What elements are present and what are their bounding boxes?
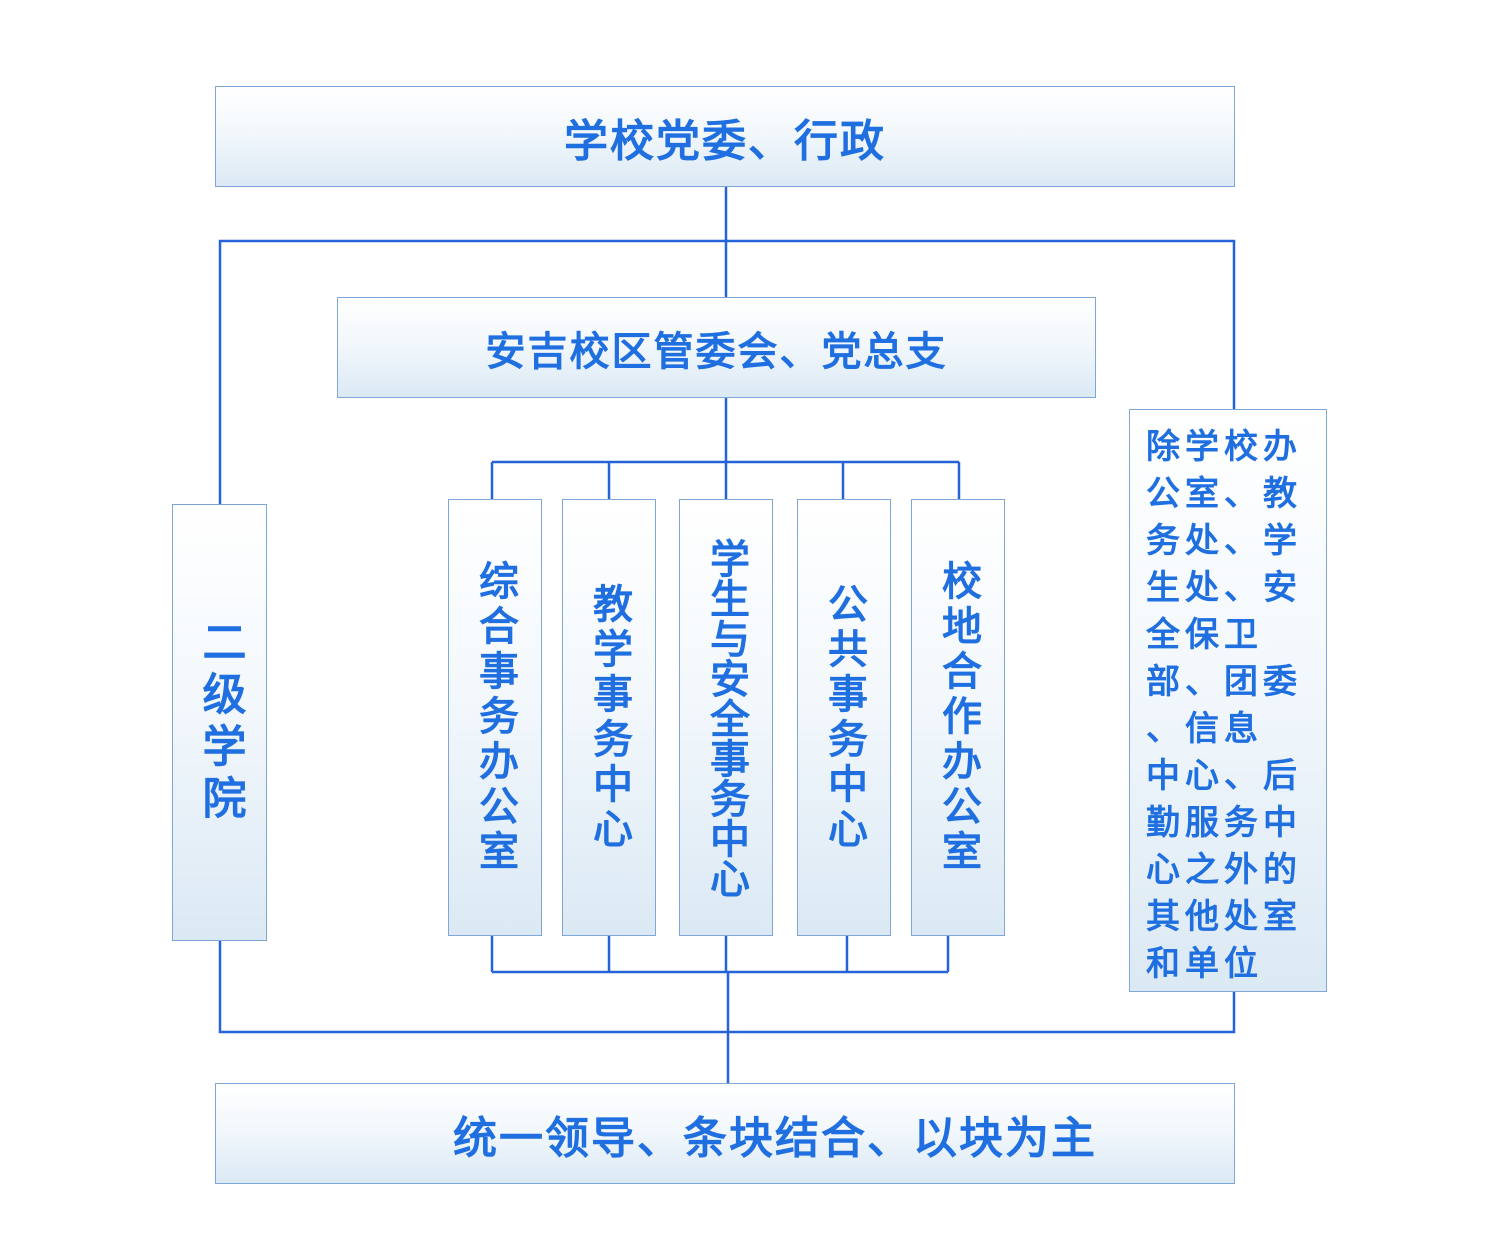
school-party-committee-node: 学校党委、行政 [215, 86, 1235, 187]
center-label: 教学事务中心 [586, 582, 632, 853]
principle-label: 统一领导、条块结合、以块为主 [453, 1112, 1097, 1164]
anji-campus-committee-node: 安吉校区管委会、党总支 [337, 297, 1096, 398]
center-node-local-cooperation: 校地合作办公室 [911, 499, 1005, 936]
secondary-college-node: 二级学院 [172, 504, 267, 941]
anji-campus-committee-label: 安吉校区管委会、党总支 [485, 328, 948, 375]
center-label: 校地合作办公室 [935, 560, 981, 875]
school-party-committee-label: 学校党委、行政 [564, 115, 886, 167]
center-node-student-safety: 学生与安全事务中心 [679, 499, 773, 936]
center-label: 公共事务中心 [821, 582, 867, 853]
center-label: 学生与安全事务中心 [703, 537, 749, 898]
center-node-public-affairs: 公共事务中心 [797, 499, 891, 936]
secondary-college-label: 二级学院 [194, 618, 246, 827]
connector-outer-left [218, 239, 1236, 504]
center-node-general-affairs: 综合事务办公室 [448, 499, 542, 936]
center-label: 综合事务办公室 [472, 560, 518, 875]
principle-node: 统一领导、条块结合、以块为主 [215, 1083, 1235, 1184]
other-units-node: 除学校办 公室、教 务处、学 生处、安 全保卫 部、团委 、信息 中心、后 勤服… [1129, 409, 1327, 992]
center-node-teaching-affairs: 教学事务中心 [562, 499, 656, 936]
